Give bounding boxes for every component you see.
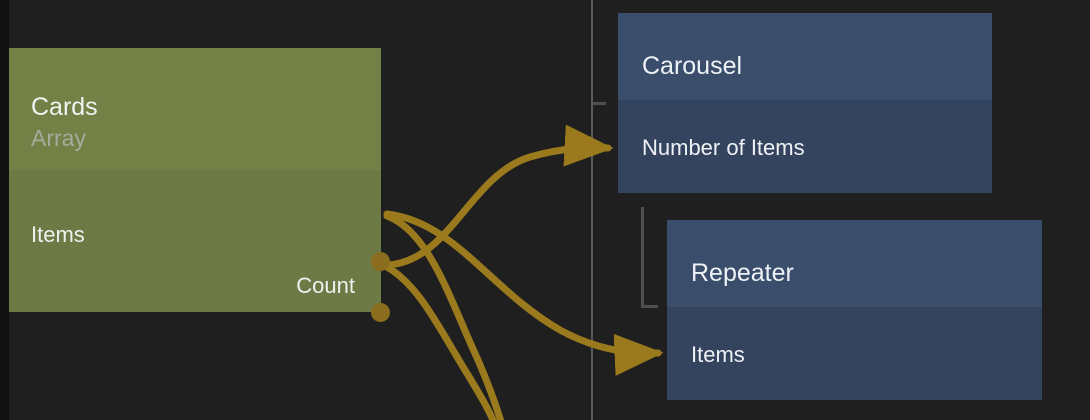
port-dot-cards-count[interactable] [371,303,390,322]
node-carousel-title: Carousel [642,51,743,80]
vertical-guide-line [591,0,593,420]
wire-count-to-number-of-items [383,124,614,269]
port-label-repeater-items: Items [691,342,745,367]
node-carousel-header[interactable]: Carousel [618,13,992,100]
node-repeater-header[interactable]: Repeater [667,220,1042,307]
node-repeater-body[interactable]: Items [667,307,1042,400]
node-cards-body[interactable]: Items Count [9,170,381,312]
guide-tick-mark [593,102,606,105]
wire-items-to-offscreen [383,212,505,420]
node-cards-title: Cards [31,93,98,121]
port-label-cards-items: Items [31,222,85,247]
port-row-cards-items[interactable]: Items [31,222,85,248]
group-bracket-vertical [641,207,644,308]
group-bracket-horizontal [641,305,658,308]
left-gutter-strip [0,0,9,420]
port-row-cards-count[interactable]: Count [296,273,355,299]
node-repeater[interactable]: Repeater Items [667,220,1042,400]
node-cards-subtitle: Array [31,125,86,151]
node-cards-header[interactable]: Cards Array [9,48,381,170]
node-carousel[interactable]: Carousel Number of Items [618,13,992,193]
port-row-repeater-items[interactable]: Items [691,342,745,368]
wire-count-to-offscreen [383,263,497,420]
port-dot-cards-items[interactable] [371,252,390,271]
port-row-carousel-number-of-items[interactable]: Number of Items [642,135,805,161]
port-label-cards-count: Count [296,273,355,298]
port-label-carousel-number-of-items: Number of Items [642,135,805,160]
node-cards[interactable]: Cards Array Items Count [9,48,390,322]
node-repeater-title: Repeater [691,258,794,287]
node-carousel-body[interactable]: Number of Items [618,100,992,193]
wire-items-to-repeater-items [383,210,664,376]
